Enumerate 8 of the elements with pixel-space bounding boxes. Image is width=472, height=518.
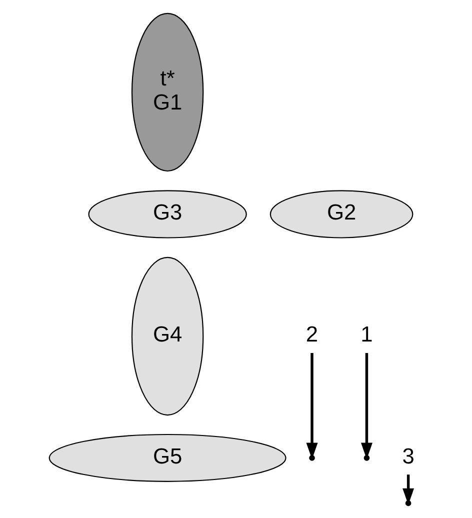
node-text: 2: [305, 321, 318, 346]
node-ellipse: G4: [130, 256, 204, 416]
node-text: 1: [360, 321, 372, 346]
node-ellipse: G3: [88, 190, 246, 238]
node-ellipse: G5: [48, 433, 286, 482]
node-ellipse: t* G1: [130, 12, 204, 172]
node-text: 3: [402, 442, 414, 468]
node-ellipse: G2: [269, 190, 413, 238]
